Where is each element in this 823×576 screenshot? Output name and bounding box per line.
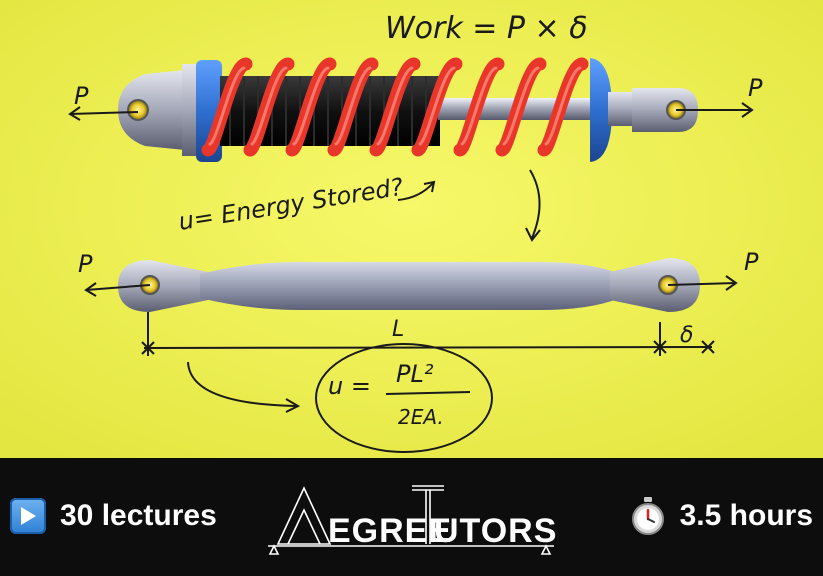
length-label: L — [392, 317, 404, 342]
shock-absorber — [118, 57, 698, 162]
play-button-icon — [10, 498, 46, 534]
course-info-bar: 30 lectures EGREE UTORS — [0, 458, 823, 576]
elongation-label: δ — [680, 323, 693, 348]
stopwatch-icon — [630, 496, 666, 536]
shock-right-cup — [590, 58, 612, 162]
shock-right-eyelet — [632, 88, 698, 132]
lectures-stat: 30 lectures — [10, 496, 217, 536]
energy-arrows — [397, 169, 541, 242]
bar-rod — [200, 262, 620, 310]
shock-force-arrows — [68, 102, 754, 121]
formula-numerator: PL² — [396, 360, 434, 388]
shock-force-label-left: P — [74, 82, 89, 110]
lectures-count: 30 lectures — [60, 499, 217, 532]
length-dimension — [141, 312, 715, 356]
strain-energy-formula: u = PL² 2EA. — [187, 343, 493, 453]
bar-force-label-left: P — [78, 250, 93, 278]
shock-left-cap — [118, 70, 185, 150]
logo-text-utors: UTORS — [434, 512, 557, 550]
hours-stat: 3.5 hours — [630, 496, 813, 536]
formula-u-lhs: u = — [328, 372, 371, 400]
bar-right-eyelet — [610, 258, 700, 312]
formula-denominator: 2EA. — [398, 405, 444, 429]
logo-text-egree: EGREE — [328, 512, 452, 550]
bar-left-eyelet — [118, 260, 208, 312]
illustration: Work = P × δ — [0, 0, 823, 458]
bar-force-arrows — [84, 275, 738, 297]
shock-left-eye — [127, 99, 149, 121]
hours-duration: 3.5 hours — [679, 499, 813, 532]
work-formula: Work = P × δ — [385, 11, 588, 46]
shock-force-label-right: P — [748, 74, 763, 102]
bar-force-label-right: P — [744, 248, 759, 276]
bar — [118, 258, 700, 312]
degree-tutors-logo: EGREE UTORS — [268, 485, 557, 555]
